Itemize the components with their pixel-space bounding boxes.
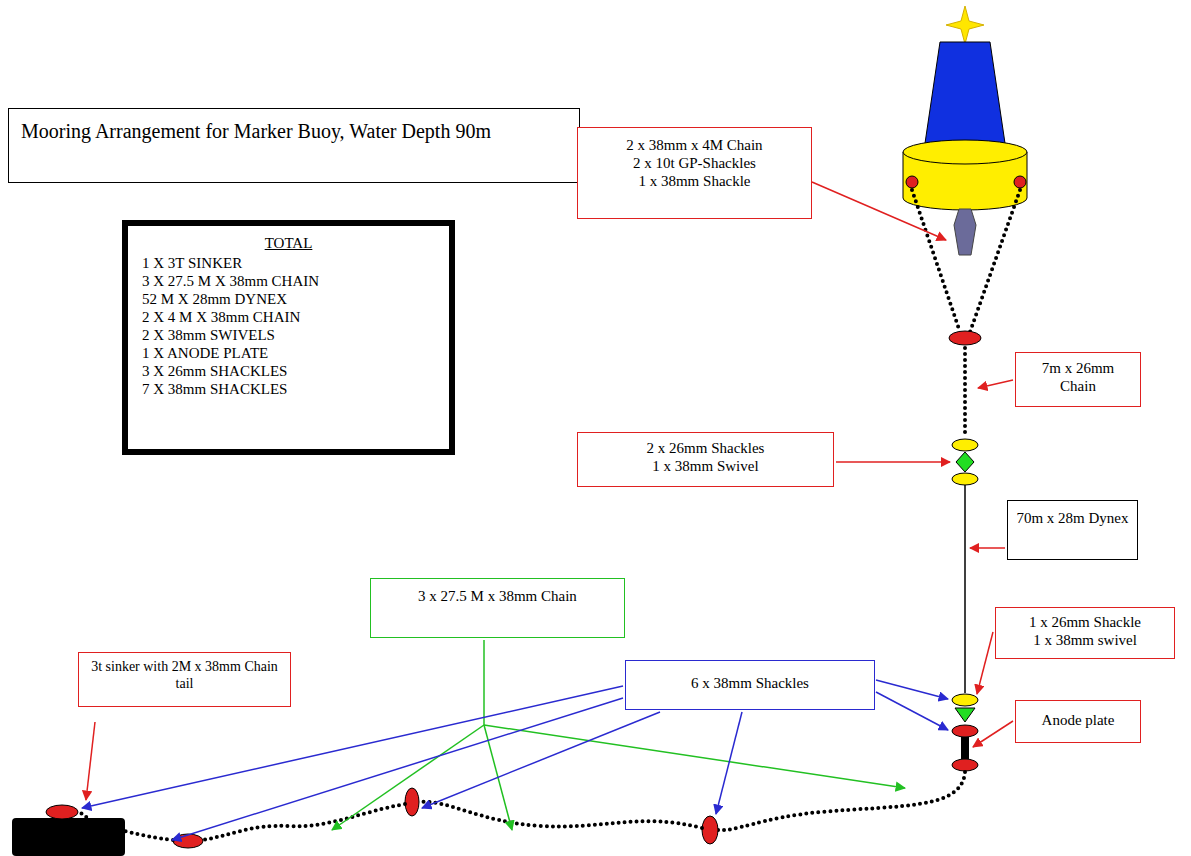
buoy-light xyxy=(946,6,984,44)
bridle-chain xyxy=(970,190,1020,332)
buoy-body-top xyxy=(903,140,1027,164)
list-item: 3 X 27.5 M X 38mm CHAIN xyxy=(142,272,435,290)
shackle-38mm xyxy=(952,759,978,771)
callout-box: Anode plate xyxy=(1015,700,1141,743)
leader-arrow xyxy=(172,698,623,840)
leader-arrow xyxy=(836,461,950,463)
shackle-38mm xyxy=(46,805,78,819)
callout-box: 1 x 26mm Shackle1 x 38mm swivel xyxy=(995,607,1175,659)
leader-arrow xyxy=(812,182,946,240)
callout-text: 1 x 38mm Swivel xyxy=(584,457,827,475)
leader-arrow xyxy=(876,680,948,699)
callout-text: 1 x 26mm Shackle xyxy=(1002,613,1168,631)
callout-box: 3 x 27.5 M x 38mm Chain xyxy=(370,578,625,638)
dynex-rope xyxy=(964,485,966,693)
shackle-38mm xyxy=(405,788,419,816)
buoy-padeye xyxy=(1014,176,1026,188)
callout-text: 2 x 38mm x 4M Chain xyxy=(584,136,805,154)
list-item: 52 M X 28mm DYNEX xyxy=(142,290,435,308)
leader-arrow xyxy=(716,712,742,814)
leader-arrow xyxy=(86,722,95,800)
callout-text: 7m x 26mm Chain xyxy=(1022,359,1134,395)
callout-text: 6 x 38mm Shackles xyxy=(632,674,868,692)
list-item: 1 X ANODE PLATE xyxy=(142,344,435,362)
buoy-topmark xyxy=(924,42,1006,150)
swivel xyxy=(956,452,974,472)
leader-arrow xyxy=(484,725,905,788)
buoy-padeye xyxy=(906,176,918,188)
leader-arrow xyxy=(876,692,948,730)
callout-text: 3 x 27.5 M x 38mm Chain xyxy=(377,587,618,605)
list-heading: TOTAL xyxy=(142,234,435,252)
callout-text: 1 x 38mm Shackle xyxy=(584,172,805,190)
shackle-38mm xyxy=(952,725,978,737)
callout-text: 1 x 38mm swivel xyxy=(1002,631,1168,649)
shackle-26mm xyxy=(952,694,978,706)
chain-26mm xyxy=(963,348,967,436)
leader-arrow xyxy=(973,721,1013,747)
title-box: Mooring Arrangement for Marker Buoy, Wat… xyxy=(8,108,580,183)
shackle-38mm xyxy=(702,816,718,844)
swivel xyxy=(955,708,975,722)
shackle-38mm xyxy=(173,834,203,848)
list-item: 2 X 4 M X 38mm CHAIN xyxy=(142,308,435,326)
callout-box: 6 x 38mm Shackles xyxy=(625,660,875,710)
leader-arrow xyxy=(332,725,484,830)
sinker-block xyxy=(12,818,125,856)
shackle-26mm xyxy=(952,473,978,485)
ground-chain xyxy=(420,802,702,828)
leader-arrow xyxy=(977,632,993,694)
leader-arrow xyxy=(978,380,1013,388)
callout-text: 3t sinker with 2M x 38mm Chain tail xyxy=(85,659,284,693)
callout-box: 2 x 26mm Shackles1 x 38mm Swivel xyxy=(577,432,834,487)
callout-text: Anode plate xyxy=(1022,711,1134,729)
callout-box: 7m x 26mm Chain xyxy=(1015,352,1141,407)
callout-box: 70m x 28m Dynex xyxy=(1007,500,1138,560)
callout-text: 2 x 26mm Shackles xyxy=(584,439,827,457)
diagram-title: Mooring Arrangement for Marker Buoy, Wat… xyxy=(21,119,567,143)
list-item: 3 X 26mm SHACKLES xyxy=(142,362,435,380)
total-list-box: TOTAL 1 X 3T SINKER3 X 27.5 M X 38mm CHAI… xyxy=(122,220,455,455)
shackle-38mm xyxy=(949,331,981,345)
callout-box: 2 x 38mm x 4M Chain2 x 10t GP-Shackles1 … xyxy=(577,127,812,219)
leader-arrow xyxy=(970,547,1005,549)
callout-text: 2 x 10t GP-Shackles xyxy=(584,154,805,172)
callout-text: 70m x 28m Dynex xyxy=(1014,509,1131,527)
callout-box: 3t sinker with 2M x 38mm Chain tail xyxy=(78,652,291,707)
leader-line xyxy=(483,640,485,725)
list-item: 2 X 38mm SWIVELS xyxy=(142,326,435,344)
bridle-chain xyxy=(912,190,960,332)
ground-chain xyxy=(202,804,405,840)
ground-chain xyxy=(718,772,965,830)
buoy-counterweight xyxy=(954,209,976,255)
list-item: 1 X 3T SINKER xyxy=(142,254,435,272)
anode-plate xyxy=(961,737,969,759)
list-item: 7 X 38mm SHACKLES xyxy=(142,380,435,398)
shackle-26mm xyxy=(952,439,978,451)
leader-arrow xyxy=(422,712,660,808)
